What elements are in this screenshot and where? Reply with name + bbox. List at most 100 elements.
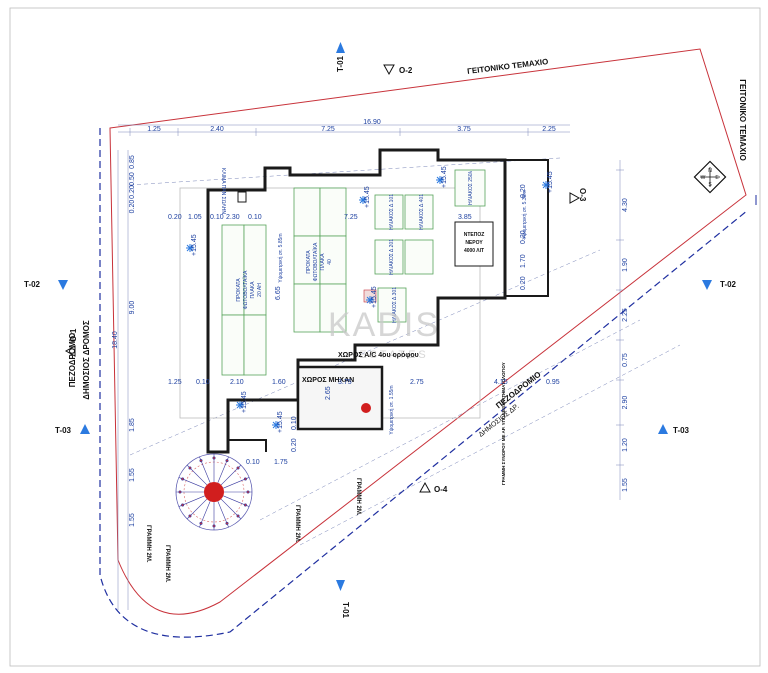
heater-label: ΗΛΙΑΚΟΣ 250λ bbox=[468, 170, 474, 205]
pv-left-label-4: 20 ΑΗ bbox=[257, 283, 263, 297]
elevation-label: Ο-1 bbox=[69, 328, 78, 342]
pv-panels-left bbox=[221, 224, 267, 376]
svg-text:E: E bbox=[715, 175, 719, 181]
level-marker: +15.45 bbox=[542, 171, 554, 193]
level-value: +15.45 bbox=[241, 391, 248, 413]
frame bbox=[9, 7, 761, 667]
dim-value: 3.75 bbox=[457, 126, 471, 133]
slope-note: Υψομετρική στ. 1.55m bbox=[388, 385, 395, 434]
dim-total: 16.90 bbox=[363, 119, 381, 126]
section-label: Τ-02 bbox=[720, 280, 737, 289]
solar-heaters bbox=[374, 169, 486, 323]
dim-value: 3.85 bbox=[458, 214, 472, 221]
svg-text:N: N bbox=[708, 168, 712, 174]
pv-mid-label-1: ΠΡΟΚΑΤΑ bbox=[306, 250, 312, 274]
stair-post bbox=[225, 459, 229, 463]
pavement-left-label: ΠΕΖΟΔΡΟΜΙΟ bbox=[68, 333, 77, 387]
setback-line bbox=[129, 157, 561, 186]
dim-value: 1.55 bbox=[622, 478, 629, 492]
section-marker-icon bbox=[336, 42, 345, 53]
tank-label-1: ΝΤΕΠΟΖ bbox=[464, 232, 485, 238]
dim-chain-left bbox=[117, 150, 129, 610]
tank-label-2: ΝΕΡΟΥ bbox=[465, 240, 483, 246]
dim-value: 1.85 bbox=[129, 418, 136, 432]
heater-label: ΗΛΙΑΚΟΣ Δ.401 bbox=[419, 194, 425, 230]
elevation-marker-icon bbox=[419, 481, 431, 493]
dim-value: 1.20 bbox=[622, 438, 629, 452]
level-marker: +15.45 bbox=[236, 391, 248, 413]
line-2m-label: ΓΡΑΜΜΗ 2Μ. bbox=[164, 545, 170, 583]
setback-line bbox=[299, 344, 681, 546]
dim-value: 1.75 bbox=[274, 459, 288, 466]
dim-value: 2.10 bbox=[230, 379, 244, 386]
level-value: +15.45 bbox=[547, 171, 554, 193]
roof-walls bbox=[206, 148, 507, 454]
dim-value: 0.20 bbox=[520, 230, 527, 244]
stair-post bbox=[188, 466, 192, 470]
level-value: +15.45 bbox=[371, 286, 378, 308]
tank-label-3: 4000 ΛΙΤ bbox=[464, 248, 484, 254]
dim-value: 4.15 bbox=[494, 379, 508, 386]
level-icon bbox=[366, 296, 374, 304]
elevation-label: Ο-2 bbox=[399, 66, 413, 75]
dim-value: 2.25 bbox=[622, 308, 629, 322]
stair-post bbox=[181, 477, 185, 481]
svg-text:S: S bbox=[708, 182, 712, 188]
dim-value: 1.55 bbox=[129, 468, 136, 482]
section-label: Τ-02 bbox=[24, 280, 41, 289]
section-marker-icon bbox=[58, 280, 68, 290]
dim-value: 1.90 bbox=[622, 258, 629, 272]
dim-value: 2.40 bbox=[210, 126, 224, 133]
machine-room-label: ΧΩΡΟΣ ΜΗΧΑΝ bbox=[302, 377, 354, 384]
stair-post bbox=[199, 521, 203, 525]
dim-value: 0.50 bbox=[129, 172, 136, 186]
dim-value: 0.20 bbox=[291, 438, 298, 452]
section-label: Τ-03 bbox=[55, 426, 72, 435]
section-label: Τ-03 bbox=[673, 426, 690, 435]
dim-value: 7.25 bbox=[344, 214, 358, 221]
level-marker: +15.45 bbox=[436, 166, 448, 188]
level-marker: +15.45 bbox=[186, 234, 198, 256]
dim-value: 4.30 bbox=[622, 198, 629, 212]
dim-value: 3.75 bbox=[338, 379, 352, 386]
stair-post bbox=[178, 490, 182, 494]
dim-value: 0.95 bbox=[546, 379, 560, 386]
line-2m-label: ΓΡΑΜΜΗ 2Μ. bbox=[294, 505, 300, 543]
dim-value: 7.25 bbox=[321, 126, 335, 133]
street-line-label: ΓΡΑΜΜΗ ΣΥΝΟΡΟΥ ΜΕ ΑΡ. ΥΠΟΔΕΙΞΗ ΚΤΗΜΑΤΟΛΟ… bbox=[501, 362, 506, 485]
dim-value: 1.60 bbox=[272, 379, 286, 386]
slope-note: Υψομετρική στ. 5.38m bbox=[521, 190, 528, 239]
dim-value: 0.20 bbox=[168, 214, 182, 221]
stair-post bbox=[246, 490, 250, 494]
section-label: Τ-01 bbox=[341, 602, 350, 619]
stair-post bbox=[212, 456, 216, 460]
dim-value: 0.20 bbox=[129, 185, 136, 199]
section-marker-icon bbox=[658, 424, 668, 434]
dim-value: 6.65 bbox=[275, 286, 282, 300]
stair-post bbox=[243, 503, 247, 507]
level-icon bbox=[272, 421, 280, 429]
spiral-staircase bbox=[175, 453, 253, 531]
heater-label: ΗΛΙΑΚΟΣ Δ.201 bbox=[389, 239, 395, 275]
level-marker: +15.45 bbox=[366, 286, 378, 308]
dim-value: 1.25 bbox=[147, 126, 161, 133]
dim-value: 0.10 bbox=[291, 416, 298, 430]
pv-mid-label-4: 40 bbox=[327, 259, 333, 265]
pv-mid-label-3: ΠΛΑΚΑ bbox=[320, 253, 326, 271]
pv-left-label-2: ΦΩΤΟΒΟΛΤΑΪΚΑ bbox=[242, 270, 249, 309]
level-icon bbox=[186, 244, 194, 252]
elevation-label: Ο-3 bbox=[578, 188, 587, 202]
stair-post bbox=[188, 514, 192, 518]
stair-post bbox=[236, 514, 240, 518]
section-marker-icon bbox=[80, 424, 90, 434]
dim-value: 2.75 bbox=[410, 379, 424, 386]
machine-room bbox=[296, 365, 384, 431]
dim-value: 1.70 bbox=[520, 254, 527, 268]
dim-value: 2.65 bbox=[325, 386, 332, 400]
section-marker-icon bbox=[336, 580, 345, 591]
section-marker-icon bbox=[702, 280, 712, 290]
pv-mid-label-2: ΦΩΤΟΒΟΛΤΑΪΚΑ bbox=[312, 242, 319, 281]
level-marker: +15.45 bbox=[272, 411, 284, 433]
dim-value: 0.75 bbox=[622, 353, 629, 367]
